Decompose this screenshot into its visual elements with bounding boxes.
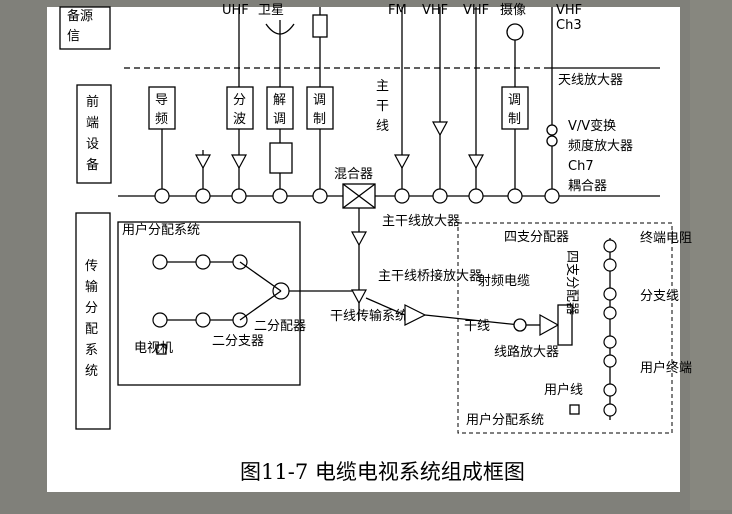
- satellite-dish-icon: [265, 23, 295, 35]
- module-pilot: [148, 86, 176, 130]
- freq-amp-label: 频度放大器: [568, 138, 633, 154]
- tv-label: 电视机: [134, 341, 173, 356]
- feeder-amplifiers: [194, 121, 485, 170]
- module-mod-2-label-2: 制: [508, 112, 521, 127]
- user-dist-system-label: 用户分配系统: [466, 412, 544, 428]
- module-splitwave-label-2: 波: [233, 112, 246, 127]
- vv-converter-coil-2: [546, 135, 558, 147]
- splitter-link-2: [239, 290, 282, 321]
- user-terminal-icon: [569, 404, 580, 415]
- module-splitwave: [226, 86, 254, 130]
- branch-trunk-label: 干线: [464, 319, 490, 334]
- frontend-label-4: 备: [86, 157, 99, 173]
- dist-label-1: 传: [85, 259, 98, 274]
- trunk-label-3: 线: [376, 119, 389, 134]
- module-demod: [266, 86, 294, 130]
- four-way-splitter-label: 四支分配器: [504, 230, 569, 245]
- dist-label-6: 统: [85, 364, 98, 379]
- frontend-label-2: 端: [86, 116, 99, 131]
- frontend-box: [76, 84, 112, 184]
- antenna-uhf: UHF: [222, 3, 249, 18]
- mixer-label: 混合器: [334, 167, 373, 182]
- tv-icon: [156, 344, 167, 355]
- trunk-label-2: 干: [376, 99, 389, 114]
- bridge-to-line: [365, 297, 406, 316]
- splitter-line-label: 分支线: [640, 289, 679, 304]
- line-node: [513, 318, 527, 332]
- trunk-transmission-label: 干线传输系统: [330, 308, 408, 324]
- module-demod-label-2: 调: [273, 112, 286, 127]
- bridge-amp-triangle: [350, 289, 368, 305]
- coupler-label: 耦合器: [568, 179, 607, 194]
- vv-converter-label: V/V变换: [568, 118, 616, 134]
- right-margin: [690, 0, 732, 510]
- module-mod-2: [501, 86, 529, 130]
- source-label-2: 源: [80, 9, 93, 24]
- module-pilot-label-2: 频: [155, 112, 168, 127]
- dist-label-2: 输: [85, 279, 98, 295]
- dist-label-5: 系: [85, 343, 98, 358]
- demod-unit: [269, 142, 293, 174]
- ch7-label: Ch7: [568, 159, 594, 174]
- figure-caption: 图11-7 电缆电视系统组成框图: [240, 460, 525, 484]
- module-mod-1-label-2: 制: [313, 112, 326, 127]
- user-distribution-frame: [117, 221, 301, 386]
- antenna-camera: 摄像: [500, 3, 526, 18]
- camera-icon: [506, 23, 524, 41]
- rf-cable-line: [424, 314, 521, 326]
- line-amp-label: 线路放大器: [494, 344, 559, 360]
- four-way-splitter-v-label: 四支分配器: [564, 250, 579, 315]
- module-mod-1-label-1: 调: [313, 93, 326, 108]
- antenna-amp-label: 天线放大器: [558, 73, 623, 88]
- source-label-1: 备: [67, 8, 80, 24]
- two-way-splitter-label: 二分配器: [254, 319, 306, 334]
- terminal-taps: [603, 239, 617, 417]
- splitter-link-1: [239, 261, 282, 292]
- two-way-tap-label: 二分支器: [212, 334, 264, 349]
- right-distribution-frame: [457, 222, 673, 434]
- user-dist-left-label: 用户分配系统: [122, 222, 200, 238]
- dist-label-4: 配: [85, 322, 98, 337]
- antenna-vhf-3: VHF: [556, 3, 582, 18]
- user-line-label: 用户线: [544, 382, 583, 398]
- mixer-x: [342, 183, 376, 209]
- antenna-box-icon: [312, 14, 328, 38]
- antenna-sat: 卫星: [258, 3, 284, 18]
- module-pilot-label-1: 导: [155, 93, 168, 108]
- trunk-amp-label-1: 主干线放大器: [382, 214, 460, 229]
- source-label-3: 信: [67, 29, 80, 44]
- bus-nodes: [154, 188, 560, 204]
- module-mod-1: [306, 86, 334, 130]
- bridge-amp-label-1: 主干线桥接放大器: [378, 268, 482, 284]
- module-mod-2-label-1: 调: [508, 93, 521, 108]
- frontend-label-3: 设: [86, 137, 99, 152]
- source-box: [59, 6, 111, 50]
- frontend-label-1: 前: [86, 94, 99, 110]
- dist-label-3: 分: [85, 301, 98, 316]
- vv-converter-coil-1: [546, 124, 558, 136]
- trunk-amp-triangle: [350, 231, 368, 247]
- four-way-splitter-box: [557, 304, 573, 346]
- user-terminal-label: 用户终端: [640, 360, 692, 376]
- distribution-box: [75, 212, 111, 430]
- antenna-ch3: Ch3: [556, 18, 582, 33]
- terminal-resistor-label-1: 终端电阻: [640, 230, 692, 246]
- bridge-amp-2: [404, 304, 427, 326]
- module-demod-label-1: 解: [273, 93, 286, 108]
- trunk-label-1: 主: [376, 79, 389, 94]
- rf-cable-label: 射频电缆: [478, 273, 530, 289]
- antenna-vhf-1: VHF: [422, 3, 448, 18]
- antenna-fm: FM: [388, 3, 407, 18]
- module-splitwave-label-1: 分: [233, 93, 246, 108]
